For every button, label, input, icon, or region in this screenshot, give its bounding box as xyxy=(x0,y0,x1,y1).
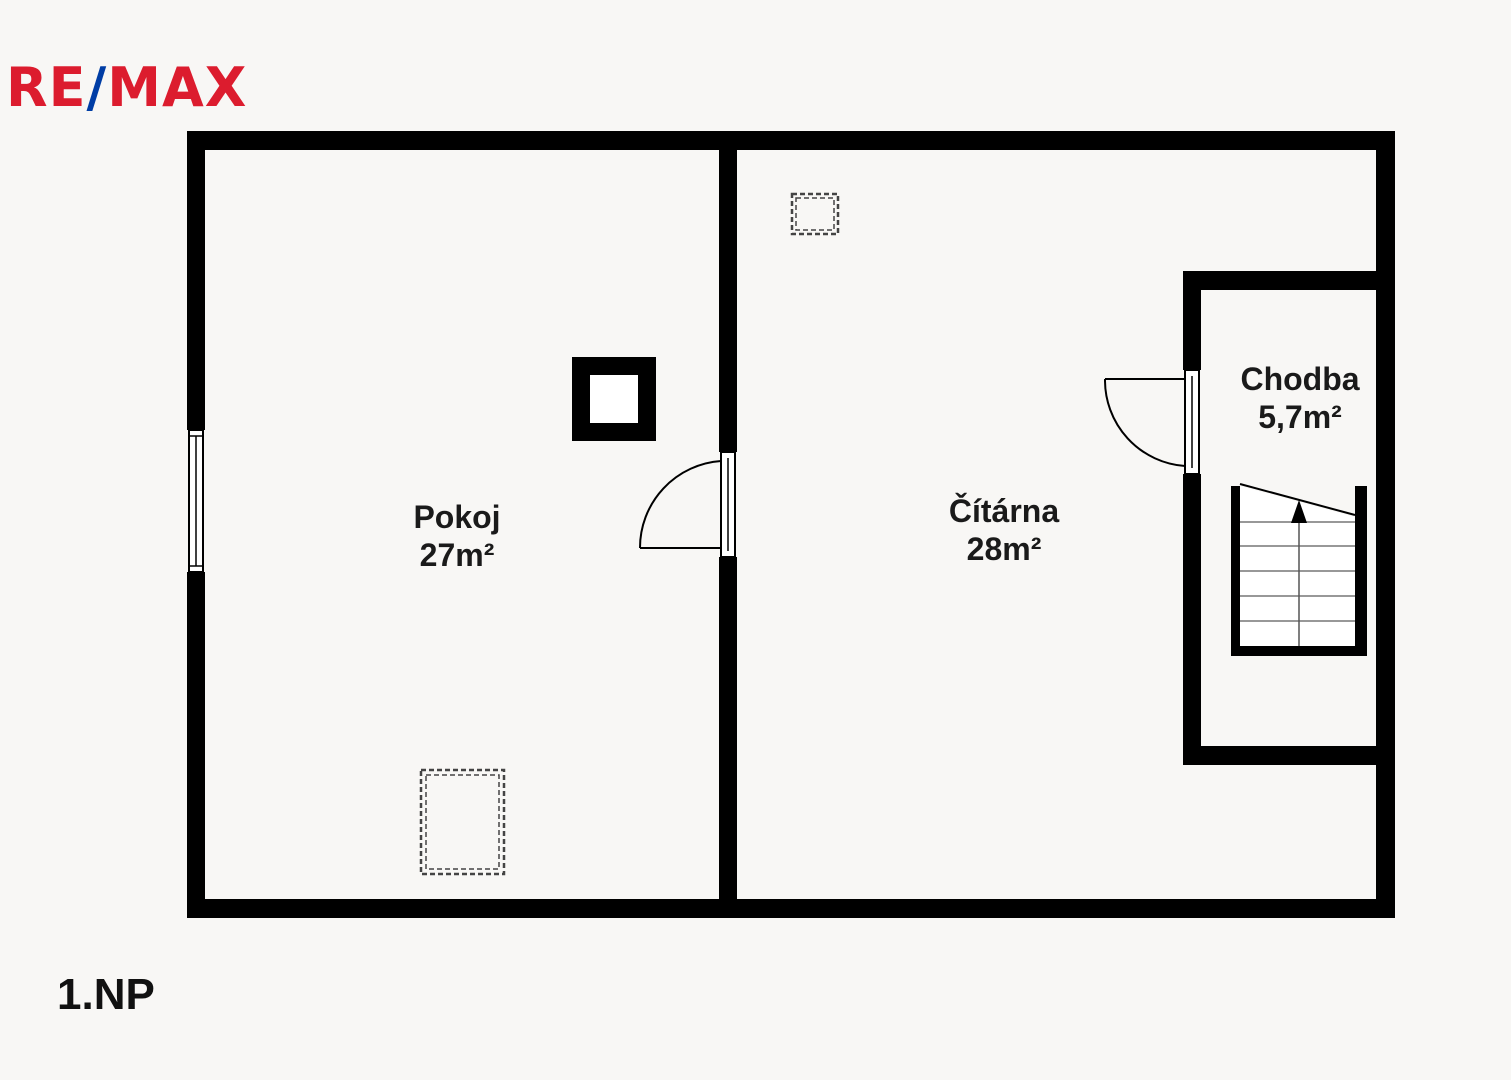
remax-logo: RE/MAX xyxy=(6,58,247,118)
wall-chodba-left-upper xyxy=(1183,271,1201,370)
logo-slash: / xyxy=(86,56,108,119)
wall-top xyxy=(187,131,1395,150)
room-name-chodba: Chodba xyxy=(1240,361,1360,397)
wall-left-lower xyxy=(187,572,205,918)
logo-max: MAX xyxy=(107,56,248,119)
room-area-chodba: 5,7m² xyxy=(1258,399,1342,435)
wall-middle-upper xyxy=(719,131,737,452)
logo-re: RE xyxy=(6,56,87,119)
window-left xyxy=(188,429,204,573)
room-label-chodba: Chodba 5,7m² xyxy=(1240,360,1359,436)
wall-left-upper xyxy=(187,131,205,430)
skylight-large xyxy=(419,768,506,876)
room-label-citarna: Čítárna 28m² xyxy=(949,492,1059,568)
wall-chodba-left-lower xyxy=(1183,474,1201,765)
room-area-pokoj: 27m² xyxy=(419,537,495,573)
chimney xyxy=(572,357,656,441)
wall-right xyxy=(1376,131,1395,918)
wall-chodba-top xyxy=(1183,271,1395,290)
room-name-citarna: Čítárna xyxy=(948,493,1060,529)
staircase xyxy=(1231,483,1367,656)
wall-middle-lower xyxy=(719,557,737,918)
room-area-citarna: 28m² xyxy=(966,531,1042,567)
door-chodba xyxy=(1103,369,1200,475)
skylight-small xyxy=(790,192,840,236)
wall-chodba-bottom xyxy=(1183,746,1395,765)
wall-bottom xyxy=(187,899,1395,918)
floor-label: 1.NP xyxy=(57,970,155,1019)
room-label-pokoj: Pokoj 27m² xyxy=(413,498,500,574)
outer-walls xyxy=(187,131,1395,918)
stair-arrow-icon xyxy=(1291,500,1307,523)
door-pokoj xyxy=(638,451,736,558)
stair-diagonal xyxy=(1239,483,1356,516)
room-name-pokoj: Pokoj xyxy=(413,499,501,535)
